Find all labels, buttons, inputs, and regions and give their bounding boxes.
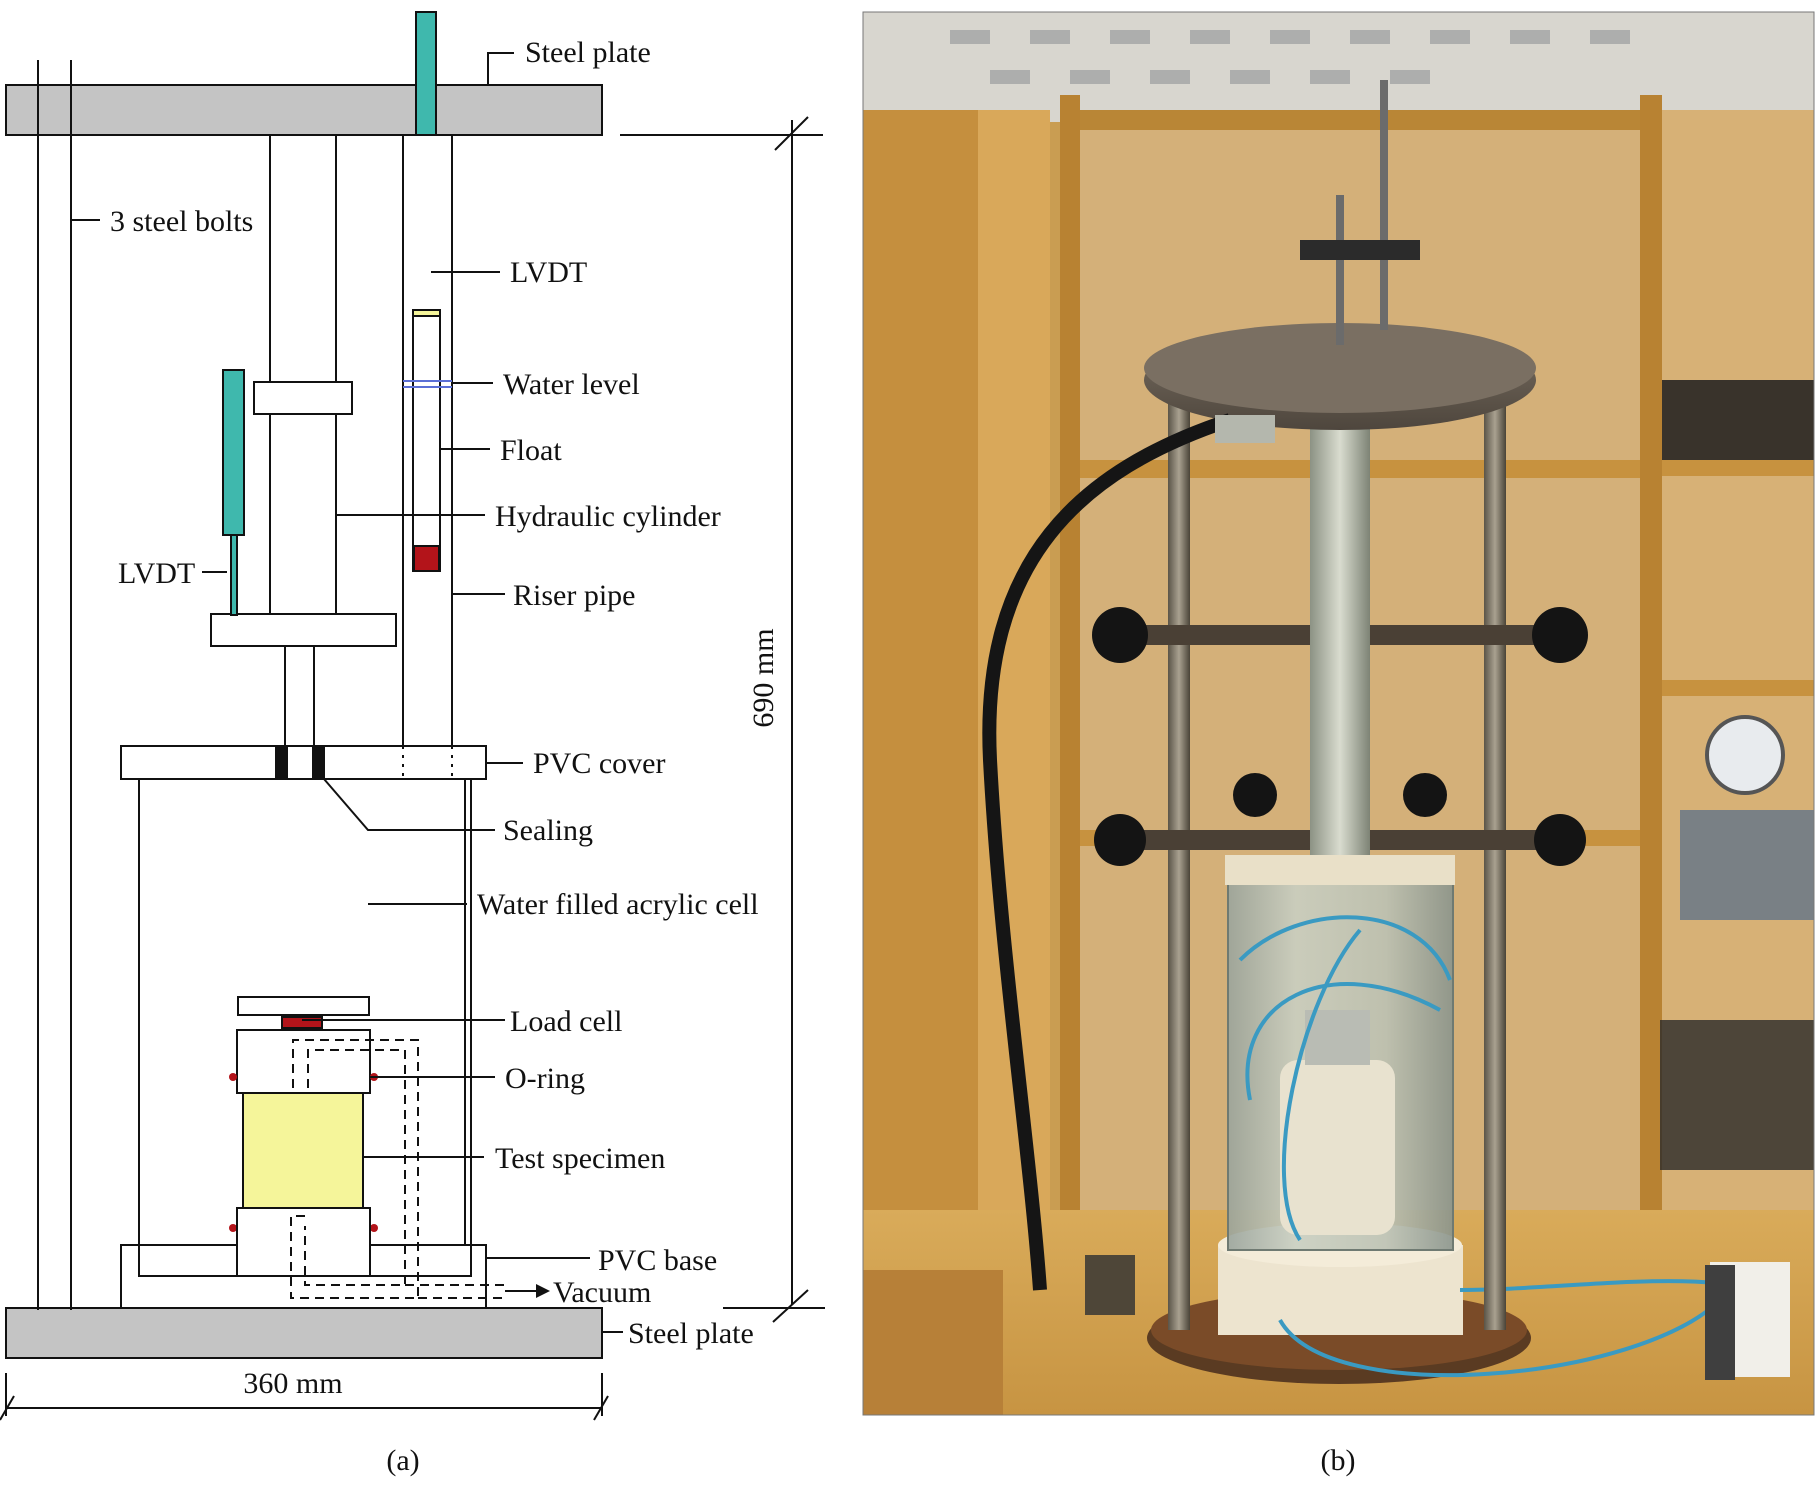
hydraulic-cylinder	[269, 134, 337, 616]
steel-plate-bottom	[5, 1307, 603, 1359]
label-pvc-base: PVC base	[598, 1244, 717, 1277]
o-ring	[370, 1224, 378, 1232]
label-steel-plate-bottom: Steel plate	[628, 1317, 754, 1350]
label-test-specimen: Test specimen	[495, 1142, 665, 1175]
label-lvdt-top: LVDT	[510, 256, 587, 289]
steel-plate-top	[5, 84, 603, 136]
vacuum-line	[290, 1039, 505, 1299]
caption-a: (a)	[386, 1444, 419, 1477]
float	[412, 311, 441, 572]
label-hydraulic-cylinder: Hydraulic cylinder	[495, 500, 721, 533]
float-cap	[412, 309, 441, 317]
sealing-block	[312, 745, 325, 780]
label-lvdt-left: LVDT	[118, 557, 195, 590]
label-riser-pipe: Riser pipe	[513, 579, 635, 612]
photo-panel: (b)	[862, 11, 1815, 1477]
label-float: Float	[500, 434, 562, 467]
label-o-ring: O-ring	[505, 1062, 585, 1095]
pvc-cover	[120, 745, 487, 780]
lvdt-left-body	[222, 369, 245, 536]
dimension-width: 360 mm	[243, 1367, 342, 1400]
load-platen	[237, 996, 370, 1016]
label-steel-plate-top: Steel plate	[525, 36, 651, 69]
o-ring	[229, 1073, 237, 1081]
label-steel-bolts: 3 steel bolts	[110, 205, 253, 238]
test-specimen	[242, 1092, 364, 1209]
float-weight	[413, 545, 440, 572]
label-water-level: Water level	[503, 368, 640, 401]
label-load-cell: Load cell	[510, 1005, 622, 1038]
caption-b: (b)	[1321, 1444, 1356, 1477]
yoke-plate	[210, 613, 397, 647]
top-cap	[236, 1029, 371, 1094]
load-cell	[281, 1016, 323, 1029]
o-ring	[229, 1224, 237, 1232]
dimension-height: 690 mm	[747, 628, 780, 727]
cylinder-collar	[253, 381, 353, 415]
label-pvc-cover: PVC cover	[533, 747, 665, 780]
label-water-cell: Water filled acrylic cell	[477, 888, 759, 921]
schematic-panel	[0, 11, 825, 1421]
sealing-block	[275, 745, 288, 780]
lvdt-left-rod	[230, 534, 238, 616]
label-sealing: Sealing	[503, 814, 593, 847]
schematic-labels: Steel plate 3 steel bolts LVDT Water lev…	[110, 36, 780, 1477]
label-vacuum: Vacuum	[553, 1276, 651, 1309]
vacuum-arrow	[536, 1284, 550, 1298]
